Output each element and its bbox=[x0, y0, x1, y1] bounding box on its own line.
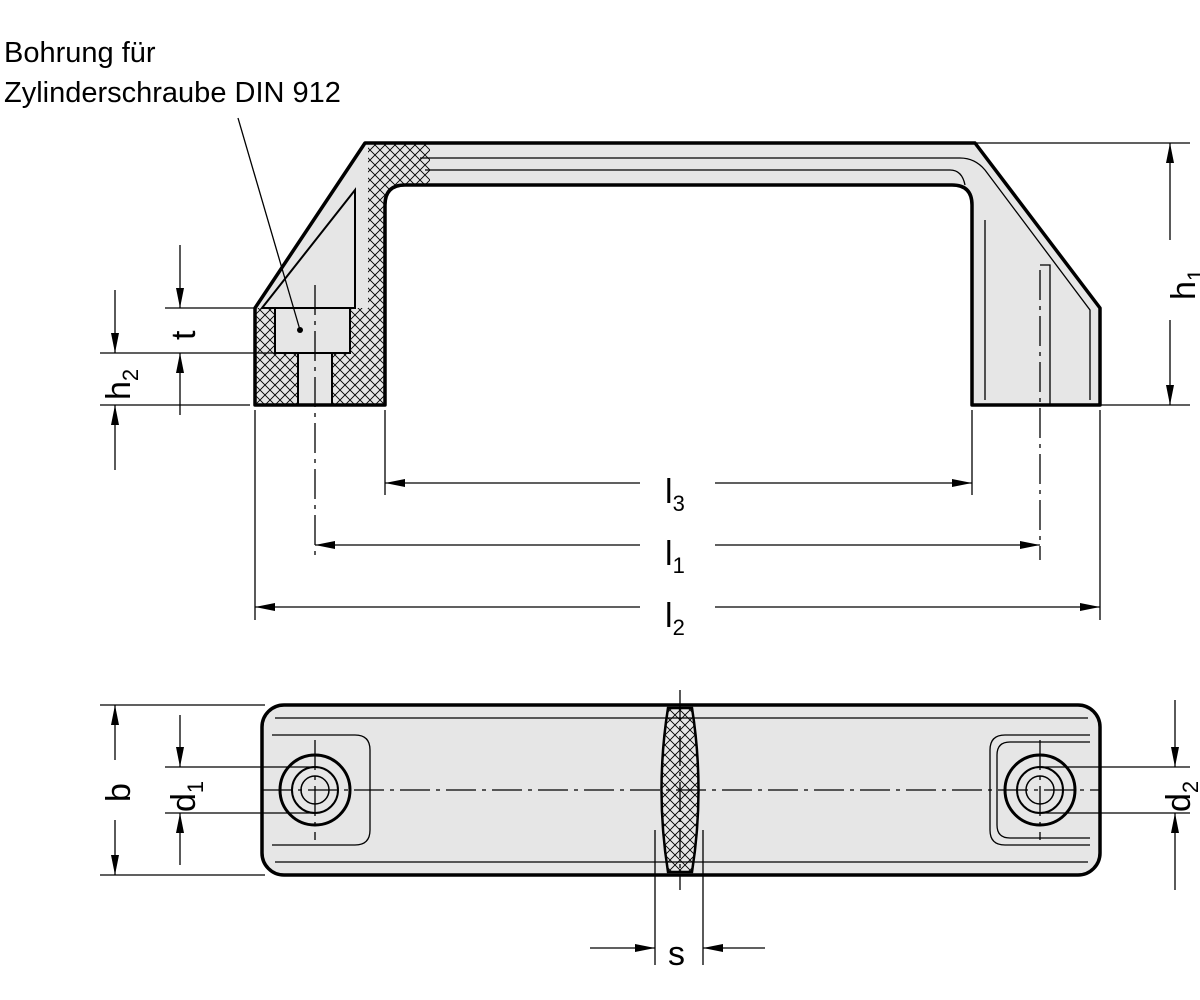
dim-l1: l1 bbox=[665, 535, 685, 578]
edge-line bbox=[425, 169, 966, 186]
dim-d2: d2 bbox=[1160, 781, 1200, 812]
dim-d1: d1 bbox=[165, 781, 208, 812]
bore-head bbox=[274, 307, 351, 354]
dimension-lines bbox=[111, 143, 1174, 611]
bottom-view bbox=[100, 690, 1190, 965]
dim-s: s bbox=[668, 935, 685, 973]
dim-h1: h1 bbox=[1165, 269, 1200, 300]
edge-line bbox=[420, 157, 1091, 400]
dim-b: b bbox=[100, 783, 138, 802]
dim-t: t bbox=[165, 330, 203, 340]
note-line-2: Zylinderschraube DIN 912 bbox=[4, 77, 341, 109]
extension-lines bbox=[100, 142, 1190, 620]
dim-l3: l3 bbox=[665, 473, 685, 516]
leader-line bbox=[237, 117, 301, 331]
dim-l2: l2 bbox=[665, 597, 685, 640]
side-view bbox=[237, 117, 1102, 560]
note-line-1: Bohrung für bbox=[4, 37, 156, 69]
dim-h2: h2 bbox=[100, 369, 143, 400]
edge-line bbox=[1040, 264, 1051, 405]
